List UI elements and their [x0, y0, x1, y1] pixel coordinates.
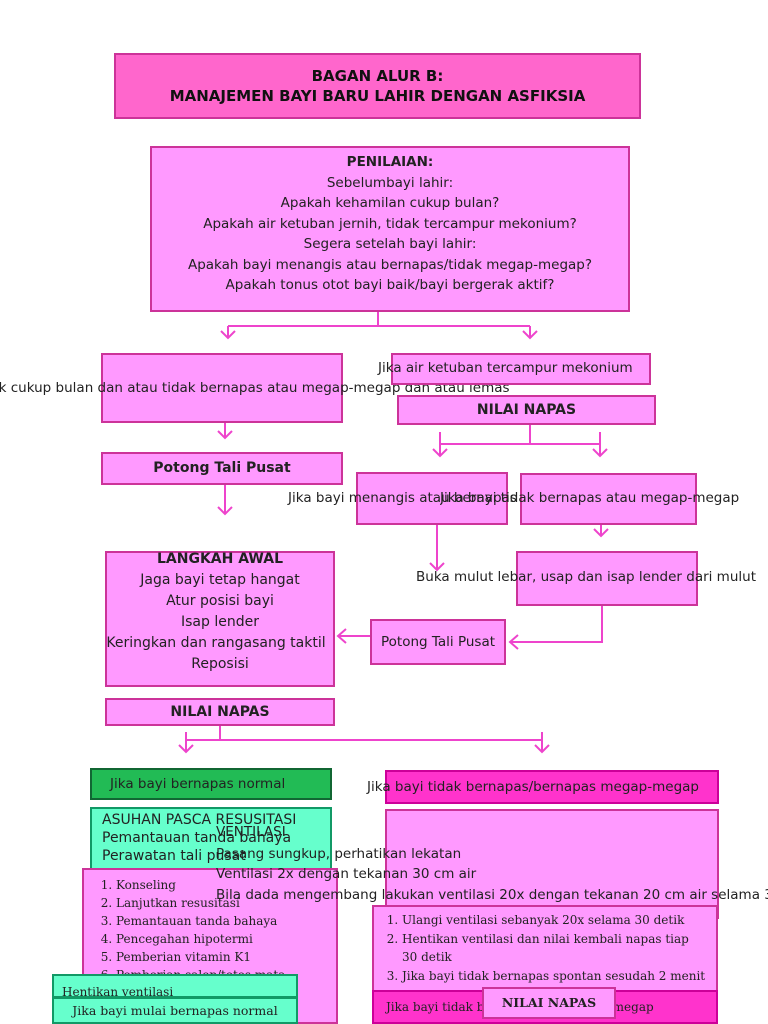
ventilation-line: Ventilasi 2x dengan tekanan 30 cm air — [216, 866, 477, 882]
chart-title: BAGAN ALUR B: MANAJEMEN BAYI BARU LAHIR … — [114, 53, 641, 119]
post-resus-item: Pemantauan tanda bahaya — [102, 830, 292, 846]
starts-breathing-box: Jika bayi mulai bernapas normal — [52, 997, 298, 1024]
ventilation-step: Hentikan ventilasi dan nilai kembali nap… — [402, 930, 702, 967]
initial-step: Isap lender — [181, 614, 259, 630]
stop-ventilation-label: Hentikan ventilasi — [62, 985, 174, 999]
assess-breathing-bottom: NILAI NAPAS — [482, 987, 616, 1019]
initial-step: Reposisi — [191, 656, 249, 672]
assessment-line: Segera setelah bayi lahir: — [303, 236, 477, 252]
crying-box — [356, 472, 508, 525]
ventilation-step: Jika bayi tidak bernapas spontan sesudah… — [402, 967, 716, 986]
ventilation-step: Ulangi ventilasi sebanyak 20x selama 30 … — [402, 911, 716, 930]
initial-steps-heading: LANGKAH AWAL — [156, 551, 283, 567]
cut-cord-left: Potong Tali Pusat — [101, 452, 343, 485]
assessment-line: Apakah air ketuban jernih, tidak tercamp… — [203, 215, 577, 232]
chart-title-line2: MANAJEMEN BAYI BARU LAHIR DENGAN ASFIKSI… — [169, 87, 586, 105]
normal-breathing-box: Jika bayi bernapas normal — [90, 768, 332, 800]
initial-step: Keringkan dan rangasang taktil — [106, 635, 326, 651]
suction-box — [516, 551, 698, 606]
ventilation-steps: Ulangi ventilasi sebanyak 20x selama 30 … — [374, 911, 716, 985]
ventilation-line: Pasang sungkup, perhatikan lekatan — [216, 846, 462, 862]
meconium-label: Jika air ketuban tercampur mekonium — [378, 360, 633, 376]
post-resus-item: Perawatan tali pusat — [102, 848, 246, 864]
care-item: Pencegahan hipotermi — [116, 930, 336, 948]
not-breathing-label: Jika bayi tidak bernapas atau megap-mega… — [440, 490, 740, 506]
left-condition-box — [101, 353, 343, 423]
assessment-box: PENILAIAN: Sebelumbayi lahir: Apakah keh… — [150, 146, 630, 312]
cut-cord-right: Potong Tali Pusat — [370, 619, 506, 665]
assessment-heading: PENILAIAN: — [346, 154, 434, 170]
post-resus-heading: ASUHAN PASCA RESUSITASI — [102, 812, 297, 828]
care-item: Pemberian vitamin K1 — [116, 948, 336, 966]
suction-label: Buka mulut lebar, usap dan isap lender d… — [416, 569, 756, 585]
assessment-line: Apakah bayi menangis atau bernapas/tidak… — [187, 256, 593, 273]
post-resus-box: ASUHAN PASCA RESUSITASI Pemantauan tanda… — [90, 807, 332, 873]
initial-step: Jaga bayi tetap hangat — [140, 572, 300, 588]
ventilation-heading: VENTILASI — [216, 824, 286, 840]
meconium-box — [391, 353, 651, 385]
left-condition-label: Jika bayi tidak cukup bulan dan atau tid… — [0, 380, 580, 396]
normal-breathing-label: Jika bayi bernapas normal — [110, 776, 286, 792]
care-item: Konseling — [116, 876, 336, 894]
initial-step: Atur posisi bayi — [166, 593, 274, 609]
assess-breathing-left: NILAI NAPAS — [105, 698, 335, 726]
assessment-line: Apakah tonus otot bayi baik/bayi bergera… — [225, 277, 555, 293]
not-breathing-box — [520, 473, 697, 525]
ventilation-line: Bila dada mengembang lakukan ventilasi 2… — [216, 887, 768, 903]
care-item: Lanjutkan resusitasi — [116, 894, 336, 912]
chart-title-line1: BAGAN ALUR B: — [311, 67, 444, 85]
assessment-line: Apakah kehamilan cukup bulan? — [280, 195, 500, 211]
initial-steps-box: LANGKAH AWAL Jaga bayi tetap hangat Atur… — [105, 551, 335, 687]
left-condition-text: Jika bayi tidak cukup bulan dan atau tid… — [0, 380, 510, 396]
abnormal-breathing-box — [385, 770, 719, 804]
crying-label: Jika bayi menangis atau bernapas — [288, 490, 517, 506]
abnormal-breathing-label: Jika bayi tidak bernapas/bernapas megap-… — [367, 779, 699, 795]
care-item: Pemantauan tanda bahaya — [116, 912, 336, 930]
ventilation-steps-box: Ulangi ventilasi sebanyak 20x selama 30 … — [372, 905, 718, 993]
assessment-line: Sebelumbayi lahir: — [326, 174, 454, 191]
stop-ventilation-box: Hentikan ventilasi — [52, 974, 298, 999]
assess-breathing-right: NILAI NAPAS — [397, 395, 656, 425]
